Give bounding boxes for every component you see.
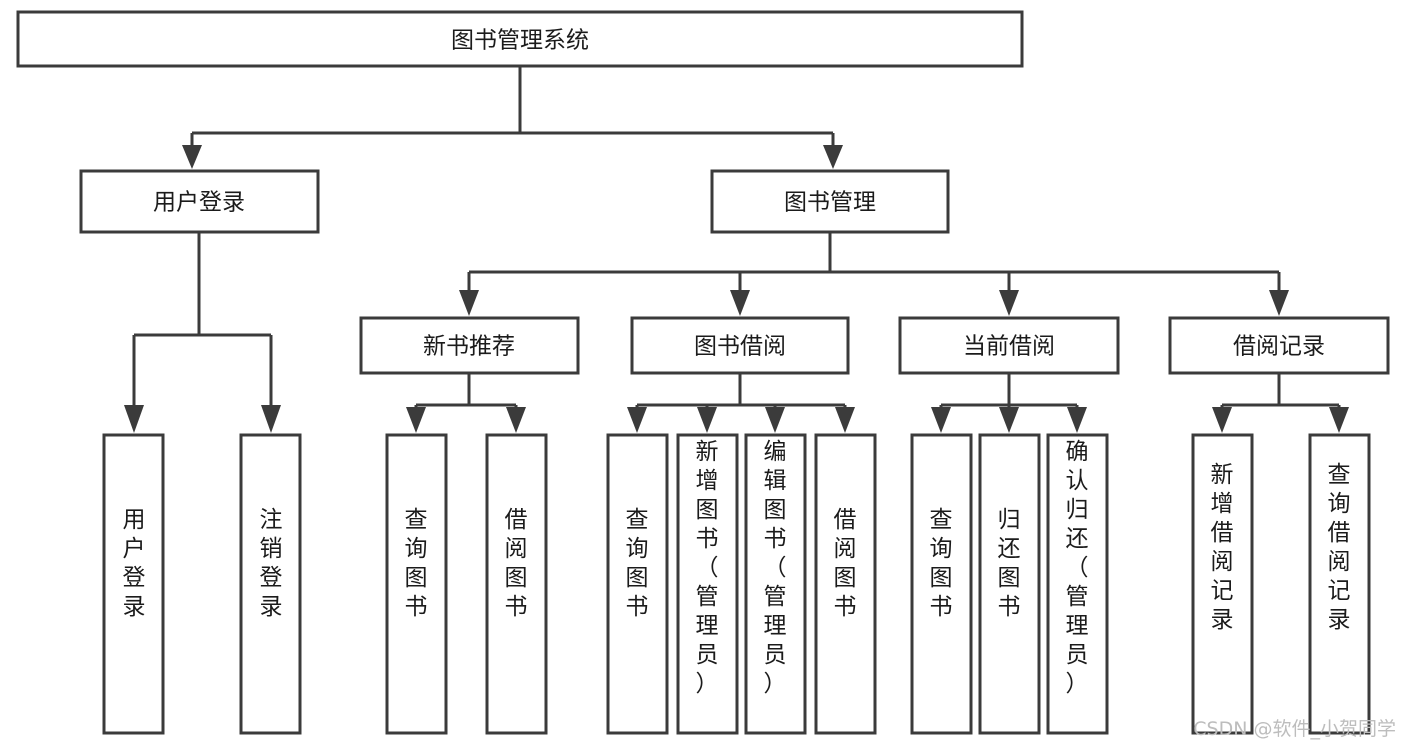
connector-book-borrow-to-leaves [627, 373, 855, 433]
node-current-borrow-label: 当前借阅 [963, 334, 1055, 360]
leaf-add-record-label: 新增借阅记录 [1211, 462, 1234, 633]
leaf-query-book-1-label: 查询图书 [405, 507, 428, 620]
arrow-head-icon [697, 407, 717, 433]
node-user-login[interactable]: 用户登录 [79, 169, 320, 234]
leaf-logout-box [239, 433, 302, 735]
leaf-edit-book-box [744, 433, 807, 735]
leaf-return-book-label: 归还图书 [998, 507, 1021, 620]
connector-book-manage-to-level3 [459, 232, 1289, 316]
node-borrow-record[interactable]: 借阅记录 [1168, 316, 1390, 375]
arrow-head-icon [1212, 407, 1232, 433]
leaf-query-book-3-box [910, 433, 973, 735]
leaf-query-book-2-box [606, 433, 669, 735]
leaf-borrow-book-1-box [485, 433, 548, 735]
node-book-manage[interactable]: 图书管理 [710, 169, 950, 234]
node-current-borrow-box [898, 316, 1120, 375]
node-user-login-box [79, 169, 320, 234]
leaf-logout-label: 注销登录 [260, 507, 283, 620]
connector-borrow-record-to-leaves [1212, 373, 1349, 433]
leaf-confirm-return-box [1046, 433, 1109, 735]
arrow-head-icon [506, 407, 526, 433]
node-book-borrow-label: 图书借阅 [694, 334, 786, 360]
arrow-head-icon [765, 407, 785, 433]
leaf-borrow-book-1-label: 借阅图书 [505, 507, 528, 620]
node-book-borrow[interactable]: 图书借阅 [630, 316, 850, 375]
leaf-borrow-book-1[interactable]: 借阅图书 [485, 433, 548, 735]
leaf-confirm-return[interactable]: 确认归还（管理员） [1046, 433, 1109, 735]
node-root[interactable]: 图书管理系统 [16, 10, 1024, 68]
leaf-query-record[interactable]: 查询借阅记录 [1308, 433, 1371, 735]
node-new-book-recommend-label: 新书推荐 [423, 334, 515, 360]
arrow-head-icon [999, 407, 1019, 433]
leaf-query-book-1-box [385, 433, 448, 735]
leaf-user-login[interactable]: 用户登录 [102, 433, 165, 735]
leaf-borrow-book-2-box [814, 433, 877, 735]
arrow-head-icon [627, 407, 647, 433]
leaf-query-book-2[interactable]: 查询图书 [606, 433, 669, 735]
leaf-confirm-return-label: 确认归还（管理员） [1066, 439, 1089, 697]
leaf-edit-book-label: 编辑图书（管理员） [764, 439, 787, 697]
arrow-head-icon [182, 145, 202, 169]
leaf-query-record-label: 查询借阅记录 [1328, 462, 1351, 633]
arrow-head-icon [835, 407, 855, 433]
leaf-edit-book[interactable]: 编辑图书（管理员） [744, 433, 807, 735]
node-root-label: 图书管理系统 [451, 28, 589, 54]
leaf-user-login-box [102, 433, 165, 735]
arrow-head-icon [999, 290, 1019, 316]
node-current-borrow[interactable]: 当前借阅 [898, 316, 1120, 375]
leaf-user-login-label: 用户登录 [123, 507, 146, 620]
arrow-head-icon [1269, 290, 1289, 316]
leaf-add-book-label: 新增图书（管理员） [696, 439, 719, 697]
arrow-head-icon [459, 290, 479, 316]
leaf-add-book-box [676, 433, 739, 735]
node-root-box [16, 10, 1024, 68]
arrow-head-icon [823, 145, 843, 169]
connector-current-borrow-to-leaves [931, 373, 1087, 433]
leaf-borrow-book-2[interactable]: 借阅图书 [814, 433, 877, 735]
arrow-head-icon [931, 407, 951, 433]
leaf-query-book-3-label: 查询图书 [930, 507, 953, 620]
leaf-query-book-3[interactable]: 查询图书 [910, 433, 973, 735]
arrow-head-icon [1067, 407, 1087, 433]
leaf-add-record-box [1191, 433, 1254, 735]
leaf-add-book[interactable]: 新增图书（管理员） [676, 433, 739, 735]
watermark-label: CSDN @软件_小贺同学 [1193, 718, 1396, 740]
leaf-query-record-box [1308, 433, 1371, 735]
leaf-return-book-box [978, 433, 1041, 735]
leaf-logout[interactable]: 注销登录 [239, 433, 302, 735]
node-user-login-label: 用户登录 [153, 190, 245, 216]
connector-new-book-recommend-to-leaves [406, 373, 526, 433]
leaf-query-book-1[interactable]: 查询图书 [385, 433, 448, 735]
arrow-head-icon [261, 405, 281, 433]
arrow-head-icon [406, 407, 426, 433]
connector-user-login-to-leaves [124, 232, 281, 433]
node-book-manage-label: 图书管理 [784, 190, 876, 216]
leaf-add-record[interactable]: 新增借阅记录 [1191, 433, 1254, 735]
arrow-head-icon [730, 290, 750, 316]
leaf-return-book[interactable]: 归还图书 [978, 433, 1041, 735]
node-borrow-record-label: 借阅记录 [1233, 334, 1325, 360]
arrow-head-icon [1329, 407, 1349, 433]
node-new-book-recommend[interactable]: 新书推荐 [359, 316, 580, 375]
arrow-head-icon [124, 405, 144, 433]
node-new-book-recommend-box [359, 316, 580, 375]
leaf-query-book-2-label: 查询图书 [626, 507, 649, 620]
leaf-borrow-book-2-label: 借阅图书 [834, 507, 857, 620]
connector-root-to-level2 [182, 66, 843, 169]
